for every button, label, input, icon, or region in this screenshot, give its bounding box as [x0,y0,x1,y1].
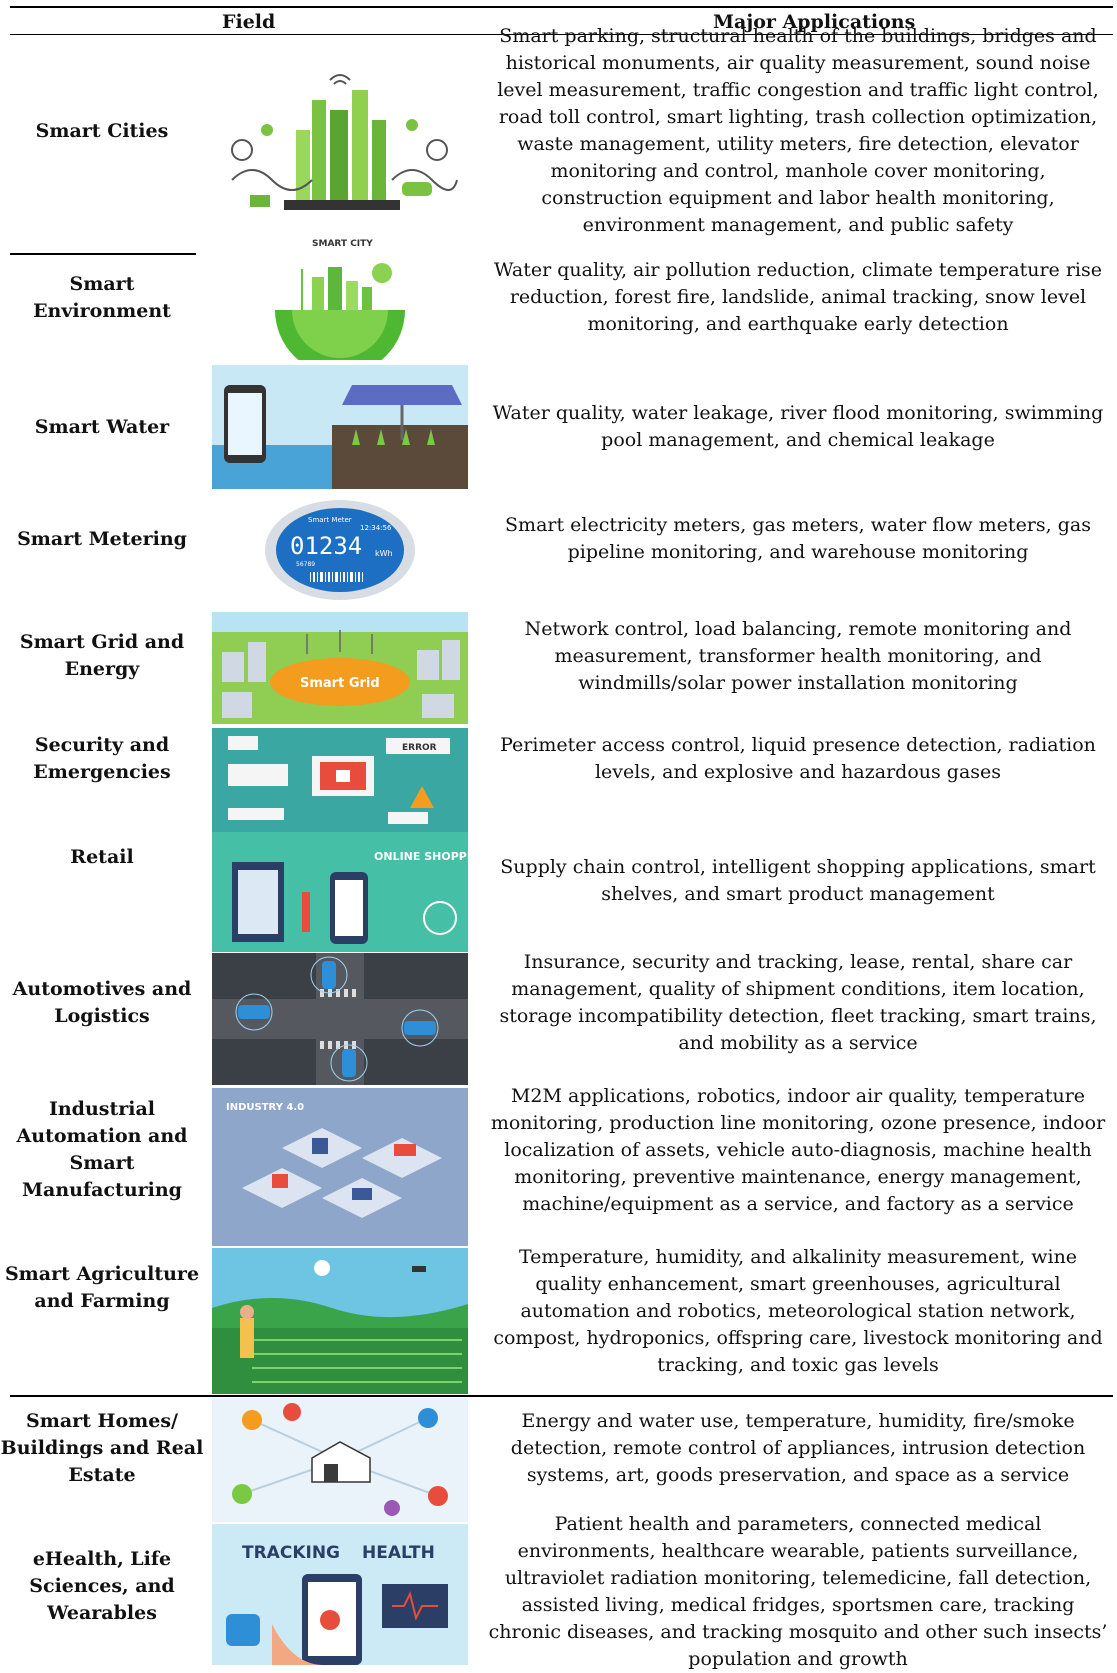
connected-cars-intersection-illustration [212,953,468,1085]
applications-text: Water quality, air pollution reduction, … [494,259,1102,335]
field-label: Smart Homes/ Buildings and Real Estate [0,1409,204,1486]
image-caption: SMART CITY [312,239,373,249]
green-earth-city-illustration [212,255,468,360]
field-label: Smart Cities [35,119,169,142]
applications-text: Water quality, water leakage, river floo… [492,402,1104,451]
table-row-industrial-automation: Industrial Automation and Smart Manufact… [0,1084,1117,1246]
image-caption: ERROR [402,743,437,753]
image-caption: Smart Grid [300,676,380,691]
smart-city-illustration: SMART CITY [212,70,468,254]
field-label: eHealth, Life Sciences, and Wearables [29,1547,175,1624]
applications-text: Network control, load balancing, remote … [524,617,1072,694]
image-caption: ONLINE SHOPPING [374,850,468,863]
table-row-smart-homes: Smart Homes/ Buildings and Real Estate E… [0,1398,1117,1522]
applications-text: Insurance, security and tracking, lease,… [499,951,1097,1054]
table-row-smart-cities: Smart Cities SMART CITY [0,25,1117,254]
industry-4-illustration: INDUSTRY 4.0 [212,1088,468,1246]
table-row-security-and-emergencies: Security and Emergencies ERROR Perimeter… [0,728,1117,832]
field-label: Retail [70,845,134,868]
applications-text: Perimeter access control, liquid presenc… [500,734,1096,783]
meter-serial: 56789 [296,561,315,568]
field-label: Smart Metering [17,527,187,550]
field-label: Smart Environment [33,272,171,322]
image-caption: INDUSTRY 4.0 [226,1102,304,1113]
smart-home-illustration [212,1398,468,1522]
field-label: Smart Agriculture and Farming [4,1263,200,1312]
column-header-major-applications: Major Applications [713,11,916,33]
meter-brand: Smart Meter [308,516,352,524]
table-row-smart-grid-and-energy: Smart Grid and Energy Smart Grid Network… [0,612,1117,724]
online-shopping-illustration: ONLINE SHOPPING [212,832,468,952]
field-label: Automotives and Logistics [12,978,192,1027]
table-row-smart-agriculture: Smart Agriculture and Farming Temperatur… [0,1245,1117,1394]
top-rule [10,6,1113,8]
field-label: Industrial Automation and Smart Manufact… [16,1098,188,1201]
field-label: Smart Water [34,415,170,438]
applications-text: Smart parking, structural health of the … [497,25,1099,236]
meter-reading: 01234 [290,532,362,560]
field-label: Smart Grid and Energy [19,631,185,680]
table-row-automotives-and-logistics: Automotives and Logistics Ins [0,951,1117,1085]
image-caption-tracking: TRACKING [242,1543,340,1563]
applications-text: Energy and water use, temperature, humid… [510,1409,1086,1486]
applications-text: Smart electricity meters, gas meters, wa… [505,514,1091,563]
meter-time: 12:34:56 [360,524,392,532]
applications-text: Patient health and parameters, connected… [488,1512,1108,1670]
column-header-field: Field [222,11,276,33]
section-rule-1 [10,253,196,255]
applications-text: Supply chain control, intelligent shoppi… [500,856,1096,905]
table-row-retail: Retail ONLINE SHOPPING Supply chain cont… [0,832,1117,952]
smart-grid-illustration: Smart Grid [212,612,468,724]
applications-text: Temperature, humidity, and alkalinity me… [493,1245,1103,1376]
table-row-smart-water: Smart Water Water quality, water leakage… [0,365,1117,489]
field-label: Security and Emergencies [33,734,171,783]
applications-text: M2M applications, robotics, indoor air q… [490,1084,1106,1215]
table-row-smart-metering: Smart Metering Smart Meter 12:34:56 0123… [0,500,1117,600]
smart-farming-illustration [212,1248,468,1394]
smart-water-irrigation-illustration [212,365,468,489]
smart-meter-illustration: Smart Meter 12:34:56 01234 kWh 56789 [212,500,468,600]
section-rule-2 [10,1395,1113,1397]
table-row-ehealth: eHealth, Life Sciences, and Wearables TR… [0,1512,1117,1670]
meter-unit: kWh [375,549,393,558]
table-row-smart-environment: Smart Environment Water quality, air pol… [0,255,1117,360]
security-dashboard-illustration: ERROR [212,728,468,832]
image-caption-health: HEALTH [362,1543,435,1563]
header-rule [10,34,1113,35]
health-tracking-illustration: TRACKING HEALTH [212,1524,468,1665]
